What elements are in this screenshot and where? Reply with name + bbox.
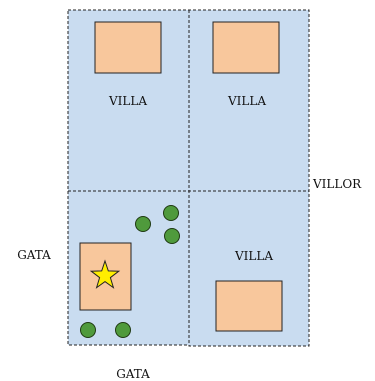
label-villor: VILLOR bbox=[312, 177, 362, 191]
label-villa-top-left: VILLA bbox=[108, 94, 147, 108]
house-top-left bbox=[94, 21, 162, 74]
house-top-right bbox=[212, 21, 280, 74]
label-villa-top-right: VILLA bbox=[227, 94, 266, 108]
plot-boundaries bbox=[67, 9, 310, 347]
tree-icon bbox=[135, 216, 151, 232]
label-villa-bottom-right: VILLA bbox=[234, 249, 273, 263]
houses bbox=[79, 21, 283, 332]
tree-icon bbox=[164, 228, 180, 244]
labels: VILLA VILLA VILLA VILLOR GATA GATA bbox=[17, 94, 362, 381]
tree-icon bbox=[163, 205, 179, 221]
tree-icon bbox=[115, 322, 131, 338]
trees bbox=[80, 205, 180, 338]
star-icon bbox=[89, 259, 121, 289]
tree-icon bbox=[80, 322, 96, 338]
house-bottom-right bbox=[215, 280, 283, 332]
label-gata-left: GATA bbox=[17, 248, 51, 262]
label-gata-bottom: GATA bbox=[116, 367, 150, 381]
